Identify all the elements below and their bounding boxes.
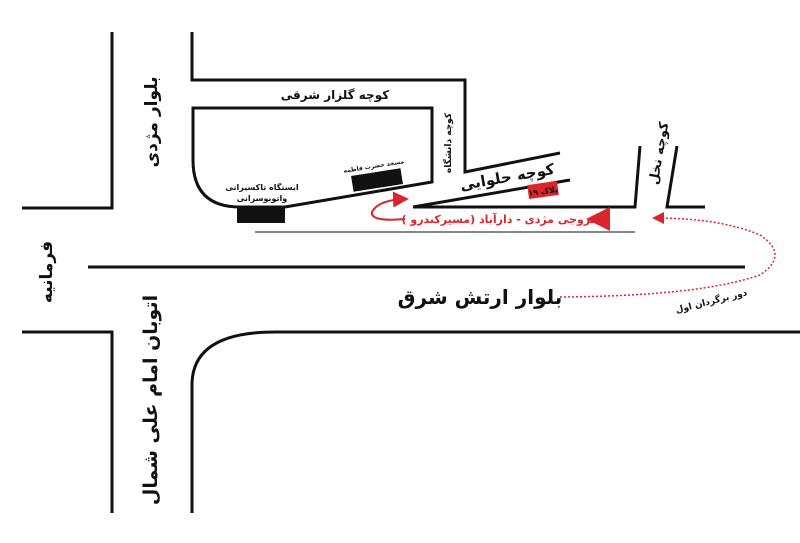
golzar-alley-label: کوچه گلزار شرقی (281, 88, 389, 103)
farmanieh-label: فرمانیه (37, 241, 57, 303)
mozhdeh-west-edge (22, 32, 114, 210)
imam-ali-highway-label: اتوبان امام علی شمال (140, 295, 162, 505)
daneshgah-alley-label: کوچه دانشگاه (442, 112, 454, 173)
mozhdeh-blvd-label: بلوار مژدی (142, 77, 162, 168)
plate-marker (527, 180, 559, 200)
mozhdeh-east-edge (190, 32, 561, 174)
southwest-corner (22, 330, 114, 513)
taxi-station-block (237, 207, 285, 223)
taxi-station-label-2: واتوبوسرانی (237, 194, 287, 203)
u-turn-path (559, 212, 776, 298)
turn-arrow (370, 191, 409, 221)
service-road-edge (413, 145, 642, 209)
nakhl-east-edge (665, 145, 705, 209)
taxi-station-label-1: ایستگاه تاکسیرانی (225, 182, 298, 192)
artesh-blvd-label: بلوار ارتش شرق (398, 285, 563, 309)
exit-route-label: خروجی مژدی - دارآباد (مسیرکندرو ) (402, 212, 599, 226)
nakhl-alley-label: کوچه نخل (647, 120, 673, 185)
city-block (191, 106, 434, 209)
mosque-block (351, 168, 403, 192)
southeast-corner (190, 330, 800, 513)
plate-label: پلاک ۱۹ (528, 185, 559, 198)
